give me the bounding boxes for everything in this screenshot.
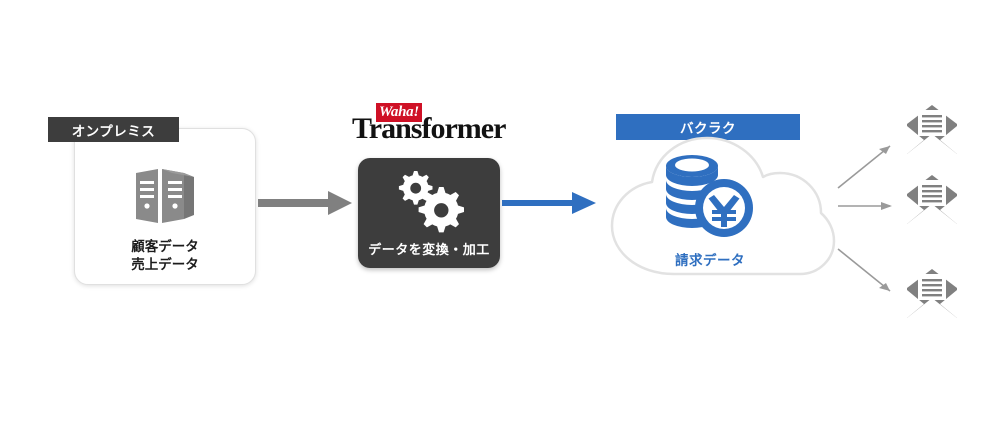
bakuraku-tab-label: バクラク [616,114,800,140]
open-envelope-icon [904,268,960,320]
arrow-cloud-to-mail-top [836,140,898,197]
coin-yen-icon [650,150,762,246]
arrow-transformer-to-cloud [502,188,598,223]
arrow-onpremise-to-transformer [258,188,354,223]
gears-icon [358,163,500,235]
arrow-cloud-to-mail-middle [836,198,898,219]
onpremise-caption: 顧客データ 売上データ [74,238,256,274]
bakuraku-tab-text: バクラク [680,121,736,136]
transformer-caption: データを変換・加工 [368,242,490,257]
logo-wordmark: Transformer [352,112,506,145]
open-envelope-icon [904,174,960,226]
open-envelope-icon [904,104,960,156]
server-icon [74,155,256,237]
waha-transformer-logo: Transformer Waha! [352,103,512,147]
cloud-caption: 請求データ [675,253,745,268]
onpremise-tab-label: オンプレミス [48,117,179,142]
onpremise-caption-line1: 顧客データ [131,239,199,254]
logo-waha-badge: Waha! [376,103,422,122]
arrow-cloud-to-mail-bottom [836,245,898,302]
onpremise-tab-text: オンプレミス [71,123,156,139]
onpremise-caption-line2: 売上データ [131,257,199,273]
